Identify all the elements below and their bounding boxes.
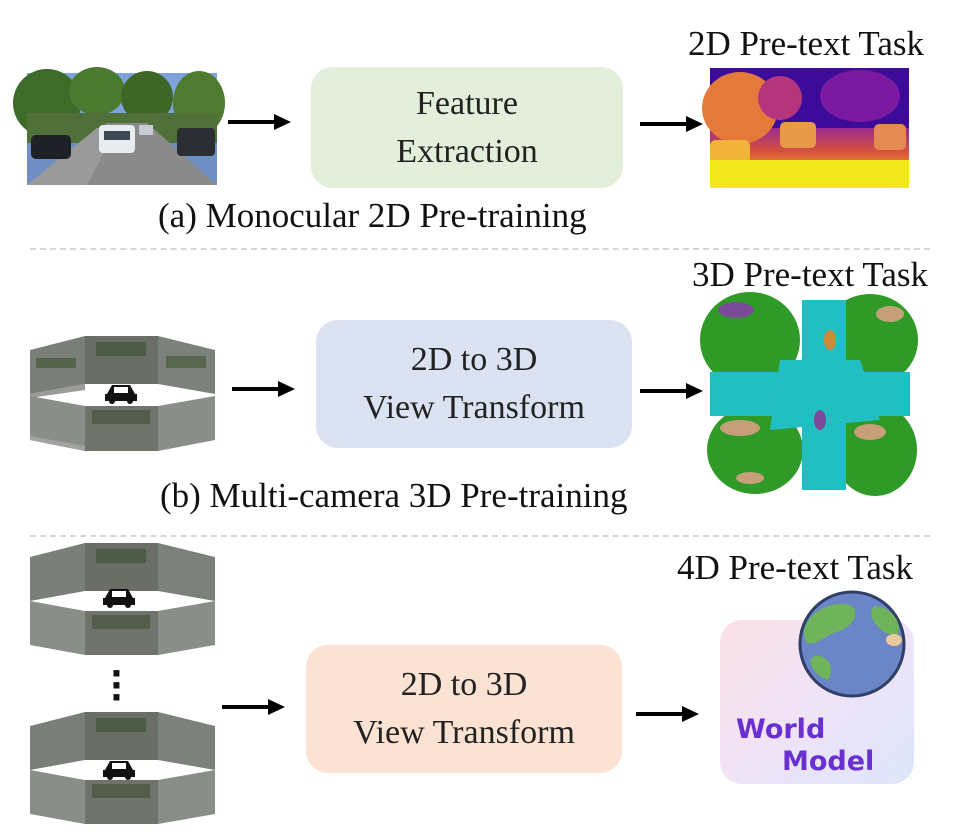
street-photo [13, 67, 225, 185]
arrow-icon [640, 383, 703, 399]
depth-map [702, 68, 909, 188]
arrow-icon [222, 699, 285, 715]
world-model-line-1: World [736, 714, 826, 745]
module-line-1: Feature [416, 84, 518, 122]
module-line-1: 2D to 3D [400, 666, 528, 703]
module-line-2: Extraction [396, 132, 538, 170]
feature-extraction-box: Feature Extraction [311, 67, 623, 188]
occupancy-map [700, 292, 918, 496]
task-title-3d: 3D Pre-text Task [692, 255, 929, 294]
arrow-icon [232, 381, 295, 397]
surround-camera-ring [30, 543, 215, 655]
task-title-2d: 2D Pre-text Task [688, 24, 925, 63]
arrow-icon [640, 116, 703, 132]
world-model-line-2: Model [782, 746, 875, 777]
caption-b: (b) Multi-camera 3D Pre-training [160, 476, 628, 515]
surround-camera-ring [30, 712, 215, 824]
divider-1 [30, 248, 930, 250]
car-icon [103, 589, 135, 608]
caption-a: (a) Monocular 2D Pre-training [158, 196, 587, 235]
arrow-icon [636, 706, 699, 722]
module-line-2: View Transform [363, 389, 585, 426]
surround-camera-ring [30, 336, 215, 451]
car-icon [105, 385, 137, 404]
globe-icon [798, 590, 906, 698]
vertical-ellipsis-icon: ··· [110, 654, 123, 718]
car-icon [103, 761, 135, 780]
divider-2 [30, 535, 930, 537]
module-line-1: 2D to 3D [410, 341, 538, 378]
view-transform-box-c: 2D to 3D View Transform [306, 645, 622, 773]
task-title-4d: 4D Pre-text Task [677, 548, 914, 587]
module-line-2: View Transform [353, 714, 575, 751]
arrow-icon [228, 114, 291, 130]
view-transform-box-b: 2D to 3D View Transform [316, 320, 632, 448]
